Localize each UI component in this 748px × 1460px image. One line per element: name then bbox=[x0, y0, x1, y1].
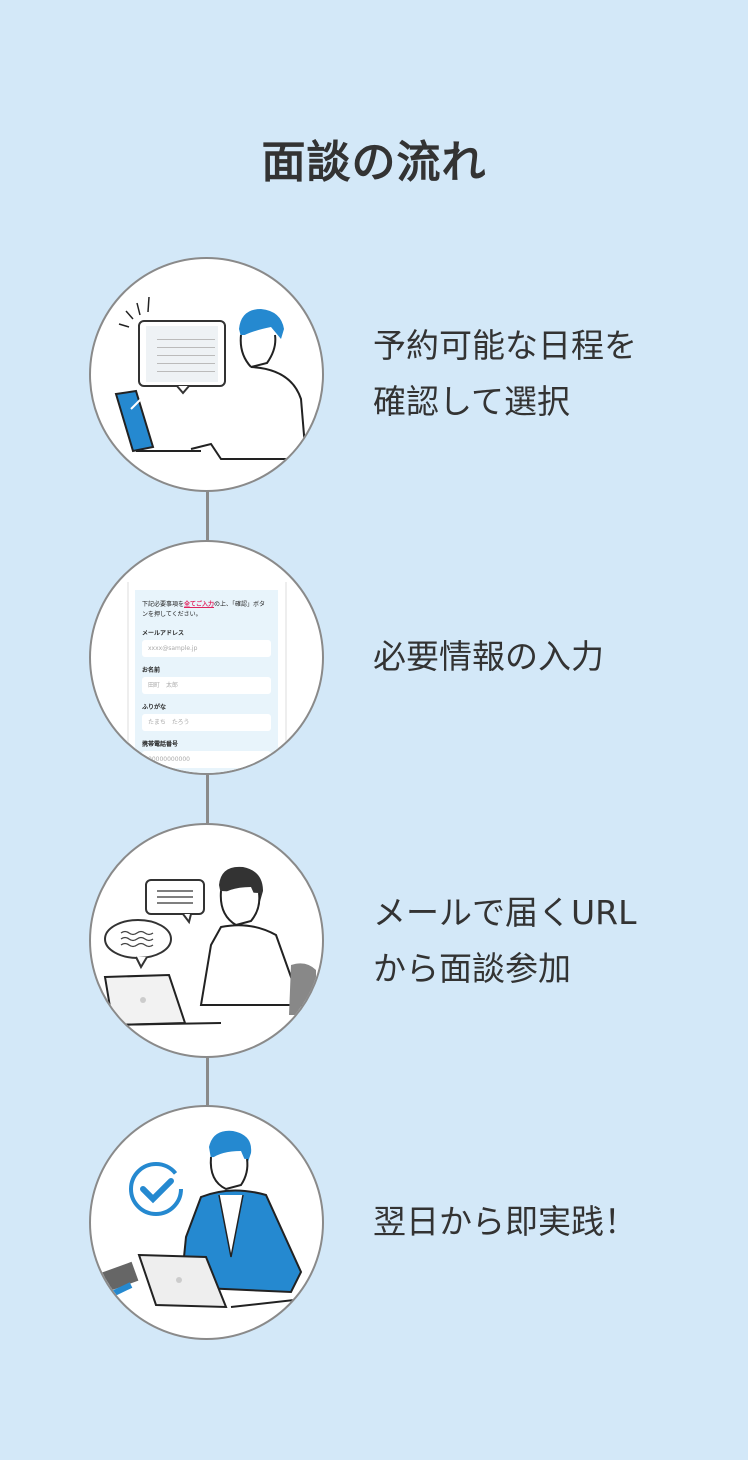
step-3-text: メールで届くURL から面談参加 bbox=[373, 885, 636, 997]
form-preview: 下記必要事項を全てご入力の上、「確認」ボタンを押してください。 メールアドレス … bbox=[135, 590, 278, 773]
field-label: メールアドレス bbox=[142, 630, 185, 637]
step-2-line1: 必要情報の入力 bbox=[373, 637, 604, 676]
phone-field: 00000000000 bbox=[142, 751, 271, 768]
step-2-text: 必要情報の入力 bbox=[373, 629, 604, 685]
connector-line bbox=[206, 490, 209, 542]
step-4-illustration bbox=[89, 1105, 324, 1340]
online-meeting-icon bbox=[100, 866, 316, 1027]
calendar-laptop-icon bbox=[114, 296, 308, 460]
field-label: 携帯電話番号 bbox=[142, 741, 179, 748]
field-label: お名前 bbox=[142, 667, 161, 674]
lead-text: の上、「確認」ボタンを押してください。 bbox=[142, 601, 266, 618]
step-2-illustration: 下記必要事項を全てご入力の上、「確認」ボタンを押してください。 メールアドレス … bbox=[89, 540, 324, 775]
step-1-text: 予約可能な日程を 確認して選択 bbox=[373, 318, 637, 430]
step-3-line1: メールで届くURL bbox=[373, 893, 637, 932]
connector-line bbox=[206, 1056, 209, 1108]
step-4-line1: 翌日から即実践！ bbox=[373, 1202, 637, 1241]
field-label: ふりがな bbox=[142, 704, 167, 711]
step-4-text: 翌日から即実践！ bbox=[373, 1194, 637, 1250]
check-icon bbox=[98, 1130, 322, 1309]
form-frame bbox=[127, 582, 287, 773]
step-1-line2: 確認して選択 bbox=[373, 382, 571, 421]
furigana-field: たまち たろう bbox=[142, 714, 271, 731]
step-3-illustration bbox=[89, 823, 324, 1058]
page-title: 面談の流れ bbox=[261, 137, 487, 188]
lead-highlight: 全てご入力 bbox=[184, 601, 215, 608]
connector-line bbox=[206, 773, 209, 825]
step-1-illustration bbox=[89, 257, 324, 492]
lead-text: 下記必要事項を bbox=[142, 601, 185, 608]
form-lead: 下記必要事項を全てご入力の上、「確認」ボタンを押してください。 bbox=[142, 600, 271, 620]
step-1-line1: 予約可能な日程を bbox=[373, 326, 637, 365]
email-field: xxxx@sample.jp bbox=[142, 640, 271, 657]
name-field: 田町 太郎 bbox=[142, 677, 271, 694]
step-3-line2: から面談参加 bbox=[373, 949, 571, 988]
